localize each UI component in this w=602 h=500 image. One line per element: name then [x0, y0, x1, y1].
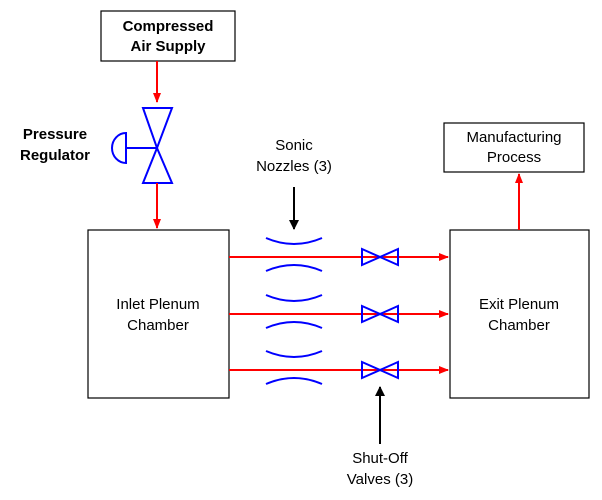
regulator-diaphragm — [111, 131, 127, 165]
sonic-nozzle-2-lower-arc — [265, 321, 323, 329]
sonic-nozzle-3-lower-arc — [265, 377, 323, 385]
nozzle-valve-lines — [229, 237, 449, 385]
sonic-nozzles-label-line1: Sonic — [275, 137, 313, 154]
shutoff-valves-label-line1: Shut-Off — [352, 450, 408, 467]
sonic-nozzles-label-line2: Nozzles (3) — [256, 158, 332, 175]
compressed-air-supply-box: Compressed Air Supply — [100, 10, 236, 62]
shutoff-valves-label-line2: Valves (3) — [347, 471, 413, 488]
sonic-nozzle-1-upper-arc — [265, 237, 323, 245]
manufacturing-process-label-line2: Process — [487, 149, 541, 166]
exit-plenum-chamber-box: Exit Plenum Chamber — [449, 229, 590, 399]
sonic-nozzle-2-upper-arc — [265, 294, 323, 302]
shutoff-valve-3-left — [361, 360, 383, 380]
regulator-valve-bottom-triangle — [141, 145, 174, 184]
manufacturing-process-label-line1: Manufacturing — [466, 129, 561, 146]
shutoff-valve-3-right — [377, 360, 399, 380]
pressure-regulator-label-line1: Pressure — [23, 126, 87, 143]
shutoff-valve-2-right — [377, 304, 399, 324]
shutoff-valve-2-left — [361, 304, 383, 324]
pressure-regulator-symbol — [111, 107, 174, 184]
shutoff-valve-1-left — [361, 247, 383, 267]
inlet-plenum-label-line2: Chamber — [127, 317, 189, 334]
inlet-plenum-label-line1: Inlet Plenum — [116, 296, 199, 313]
inlet-plenum-chamber-box: Inlet Plenum Chamber — [87, 229, 230, 399]
exit-plenum-label-line2: Chamber — [488, 317, 550, 334]
sonic-nozzle-1-lower-arc — [265, 264, 323, 272]
manufacturing-process-box: Manufacturing Process — [443, 122, 585, 173]
sonic-nozzle-3-upper-arc — [265, 350, 323, 358]
compressed-air-supply-label-line2: Air Supply — [130, 38, 206, 55]
compressed-air-supply-label-line1: Compressed — [123, 18, 214, 35]
shutoff-valve-1-right — [377, 247, 399, 267]
exit-plenum-label-line1: Exit Plenum — [479, 296, 559, 313]
regulator-valve-top-triangle — [141, 107, 174, 151]
pressure-regulator-label-line2: Regulator — [20, 147, 90, 164]
